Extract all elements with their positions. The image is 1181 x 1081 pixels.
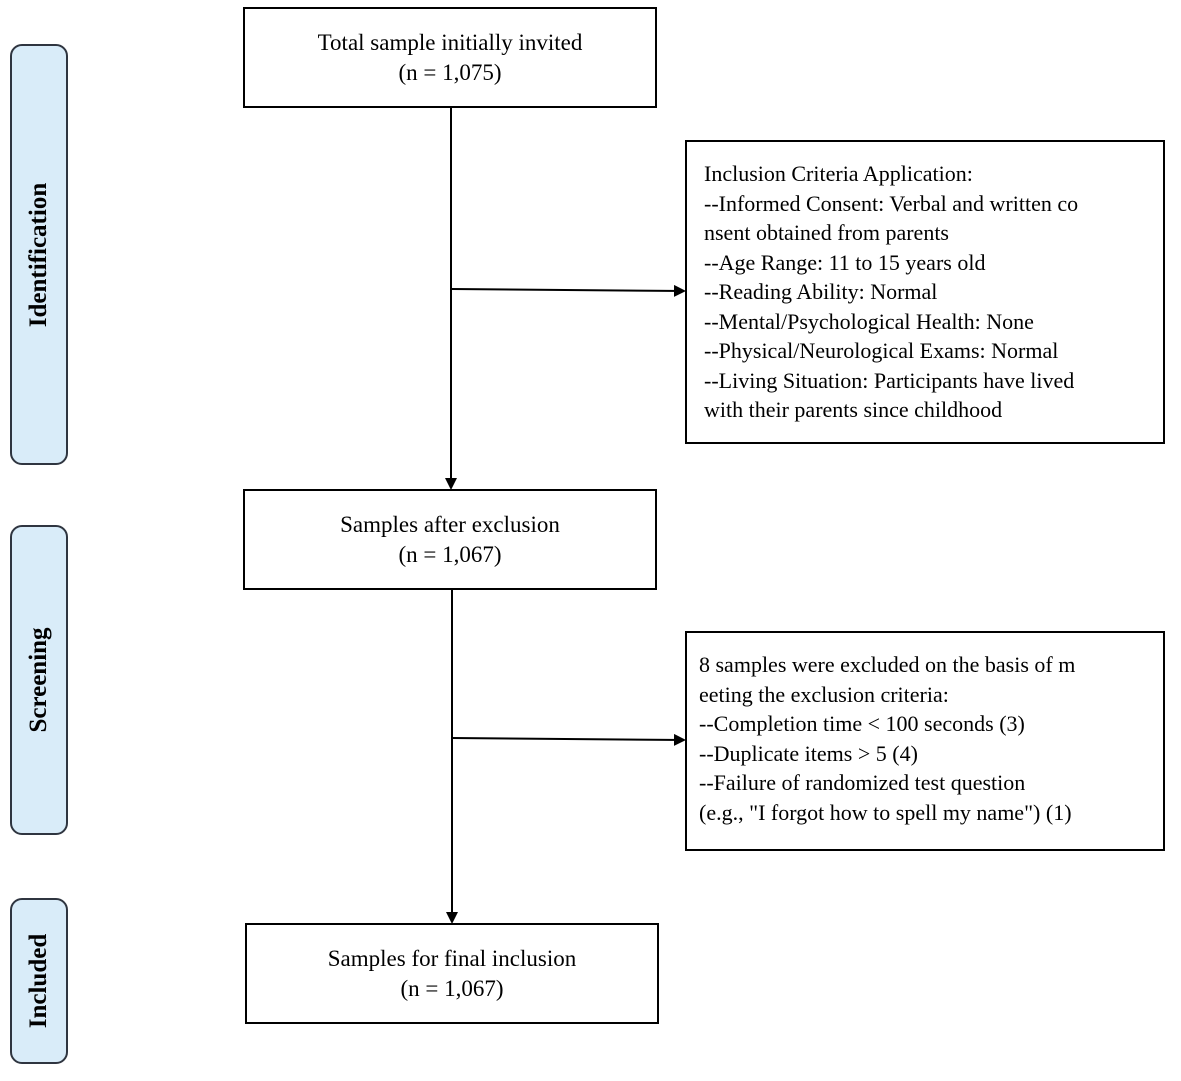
arrow-to-inclusion-criteria bbox=[451, 284, 686, 297]
inclusion-criteria-line: --Reading Ability: Normal bbox=[704, 279, 938, 304]
box-final-inclusion: Samples for final inclusion (n = 1,067) bbox=[245, 923, 659, 1024]
initial-sample-title: Total sample initially invited bbox=[317, 29, 583, 55]
inclusion-criteria-line: --Age Range: 11 to 15 years old bbox=[704, 249, 986, 275]
after-exclusion-title: Samples after exclusion bbox=[340, 511, 560, 537]
inclusion-criteria-line: --Physical/Neurological Exams: Normal bbox=[704, 338, 1059, 363]
exclusion-criteria-line: eeting the exclusion criteria: bbox=[699, 681, 949, 707]
exclusion-criteria-line: 8 samples were excluded on the basis of … bbox=[699, 652, 1076, 677]
exclusion-criteria-line: (e.g., "I forgot how to spell my name") … bbox=[699, 799, 1072, 825]
final-inclusion-title: Samples for final inclusion bbox=[327, 945, 577, 971]
inclusion-criteria-line: --Informed Consent: Verbal and written c… bbox=[704, 190, 1079, 216]
inclusion-criteria-line: --Mental/Psychological Health: None bbox=[704, 308, 1034, 334]
box-samples-after-exclusion: Samples after exclusion (n = 1,067) bbox=[243, 489, 657, 590]
initial-sample-count: (n = 1,075) bbox=[398, 59, 502, 85]
inclusion-criteria-line: Inclusion Criteria Application: bbox=[704, 161, 973, 186]
stage-included: Included bbox=[10, 898, 68, 1064]
stage-screening: Screening bbox=[10, 525, 68, 835]
box-inclusion-criteria: Inclusion Criteria Application: --Inform… bbox=[685, 140, 1165, 444]
final-inclusion-count: (n = 1,067) bbox=[400, 975, 504, 1001]
stage-identification: Identification bbox=[10, 44, 68, 465]
exclusion-criteria-line: --Completion time < 100 seconds (3) bbox=[699, 711, 1025, 736]
box-exclusion-criteria: 8 samples were excluded on the basis of … bbox=[685, 631, 1165, 851]
after-exclusion-count: (n = 1,067) bbox=[398, 541, 502, 567]
box-initial-sample: Total sample initially invited (n = 1,07… bbox=[243, 7, 657, 108]
inclusion-criteria-line: nsent obtained from parents bbox=[704, 220, 949, 245]
inclusion-criteria-line: --Living Situation: Participants have li… bbox=[704, 367, 1075, 393]
exclusion-criteria-line: --Duplicate items > 5 (4) bbox=[699, 740, 918, 766]
inclusion-criteria-line: with their parents since childhood bbox=[704, 397, 1003, 422]
exclusion-criteria-line: --Failure of randomized test question bbox=[699, 770, 1026, 795]
arrow-to-exclusion-criteria bbox=[451, 733, 686, 746]
